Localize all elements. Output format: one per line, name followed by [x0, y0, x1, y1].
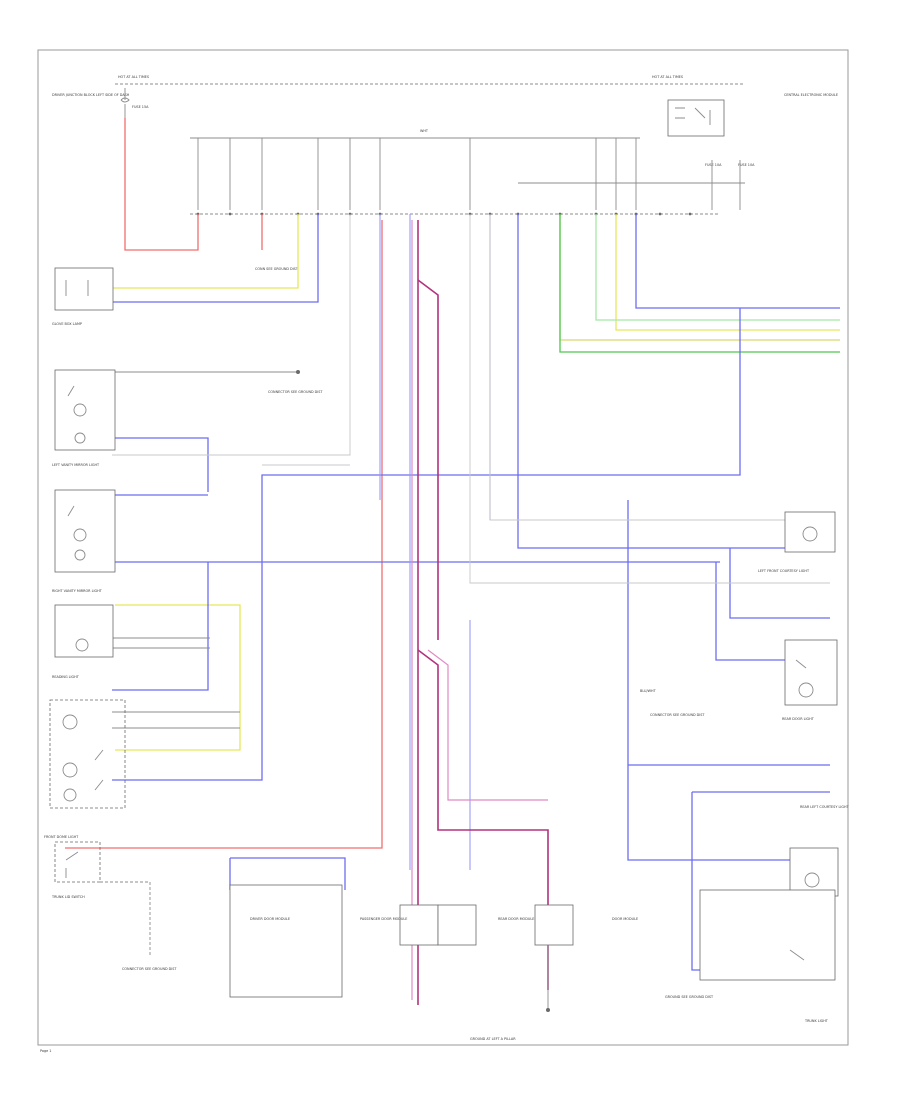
passenger-door-module-label: PASSENGER DOOR MODULE	[360, 917, 407, 921]
purple-trunk-3	[417, 649, 549, 990]
fuse-right-label-b: FUSE 10A	[738, 163, 755, 167]
trunk-light-label: TRUNK LIGHT	[804, 1019, 829, 1023]
blue-wire-mid	[517, 214, 720, 549]
rear-right-courtesy-light	[789, 847, 839, 897]
black-wire-reading	[112, 637, 210, 649]
left-source-label: DRIVER JUNCTION BLOCK LEFT SIDE OF DASH	[52, 93, 130, 97]
blue-wire-loop	[112, 308, 741, 781]
red-feed-wire	[124, 118, 199, 251]
door-module-label: DOOR MODULE	[612, 917, 638, 921]
rear-left-label: REAR LEFT COURTESY LIGHT	[800, 805, 850, 809]
reading-light-label: READING LIGHT	[52, 675, 80, 679]
bus-drops	[197, 138, 741, 210]
right-vanity-mirror-light	[54, 489, 116, 573]
page-number: Page 1	[40, 1049, 51, 1053]
left-front-courtesy-light	[784, 511, 836, 553]
driver-door-module-label: DRIVER DOOR MODULE	[250, 917, 290, 921]
driver-door-module	[229, 884, 343, 998]
rear-door-light-label: REAR DOOR LIGHT	[782, 717, 815, 721]
grey-wire-1	[112, 214, 351, 456]
top-mid-note: CONN SEE GROUND DIST	[255, 267, 299, 271]
trunk-switch-label: TRUNK LID SWITCH	[51, 895, 85, 899]
yellow-wire-right	[559, 214, 840, 341]
diagram-frame	[37, 49, 849, 1046]
left-door-label: LEFT FRONT COURTESY LIGHT	[758, 569, 810, 573]
fuse-right-label-a: FUSE 10A	[705, 163, 722, 167]
right-source-label: CENTRAL ELECTRONIC MODULE	[784, 93, 838, 97]
blue-wire-top	[112, 214, 319, 303]
yellow-wire-top	[112, 214, 299, 289]
trunk-light	[699, 889, 836, 981]
blue-wire-dome-drop	[112, 562, 209, 691]
ground-conn-label-3: CONNECTOR SEE GROUND DIST	[650, 713, 705, 717]
reading-light	[54, 604, 114, 658]
ground-conn-label: CONNECTOR SEE GROUND DIST	[268, 390, 323, 394]
trunk-switch-ground-wire	[100, 881, 151, 955]
light-blue-verticals	[379, 214, 411, 870]
relay-icon	[675, 107, 711, 125]
right-vanity-label: RIGHT VANITY MIRROR LIGHT	[52, 589, 103, 593]
ground-dot-1	[296, 370, 300, 374]
glove-box-lamp-label: GLOVE BOX LAMP	[52, 322, 82, 326]
rear-door-module-label: REAR DOOR MODULE	[498, 917, 534, 921]
left-vanity-mirror-light	[54, 369, 116, 451]
hot-label-right: HOT AT ALL TIMES	[652, 75, 683, 79]
light-blue-verticals-2	[469, 214, 491, 870]
light-green-wire	[595, 214, 840, 321]
connector-row	[190, 212, 720, 216]
purple-trunk-2	[417, 279, 439, 640]
red-trunk-wire	[65, 220, 383, 849]
green-wire	[559, 214, 840, 353]
fuse-left-icon	[120, 88, 130, 118]
front-dome-label: FRONT DOME LIGHT	[44, 835, 79, 839]
blue-wire-sunroof	[715, 562, 790, 661]
rear-door-light	[784, 639, 838, 706]
pink-wire	[427, 649, 548, 801]
trunk-light-ground-label: GROUND SEE GROUND DIST	[665, 995, 714, 999]
blue-wire-right	[635, 214, 840, 309]
trunk-lid-switch	[54, 841, 101, 883]
hot-label-left: HOT AT ALL TIMES	[118, 75, 149, 79]
bus-label: WHT	[420, 129, 429, 133]
blue-legend-label: BLU/WHT	[640, 689, 657, 693]
blue-wire-rear-right	[627, 500, 830, 861]
black-wire-dome	[112, 711, 240, 729]
grey-wire-2	[469, 214, 830, 584]
yellow-wire-dome	[115, 604, 241, 751]
ground-conn-label-2: CONNECTOR SEE GROUND DIST	[122, 967, 177, 971]
fuse-left-label: FUSE 15A	[132, 105, 149, 109]
grey-wire-3	[489, 214, 800, 521]
passenger-door-module	[399, 904, 477, 946]
glove-box-lamp	[54, 267, 114, 311]
blue-wire-left-vanity	[112, 437, 209, 492]
ground-dot-2	[546, 1008, 550, 1012]
rear-door-module	[534, 904, 574, 946]
front-dome-light	[49, 699, 126, 809]
yellow-wire-right-2	[615, 214, 840, 331]
bottom-center-label: GROUND AT LEFT A PILLAR	[470, 1037, 516, 1041]
left-vanity-label: LEFT VANITY MIRROR LIGHT	[52, 463, 100, 467]
